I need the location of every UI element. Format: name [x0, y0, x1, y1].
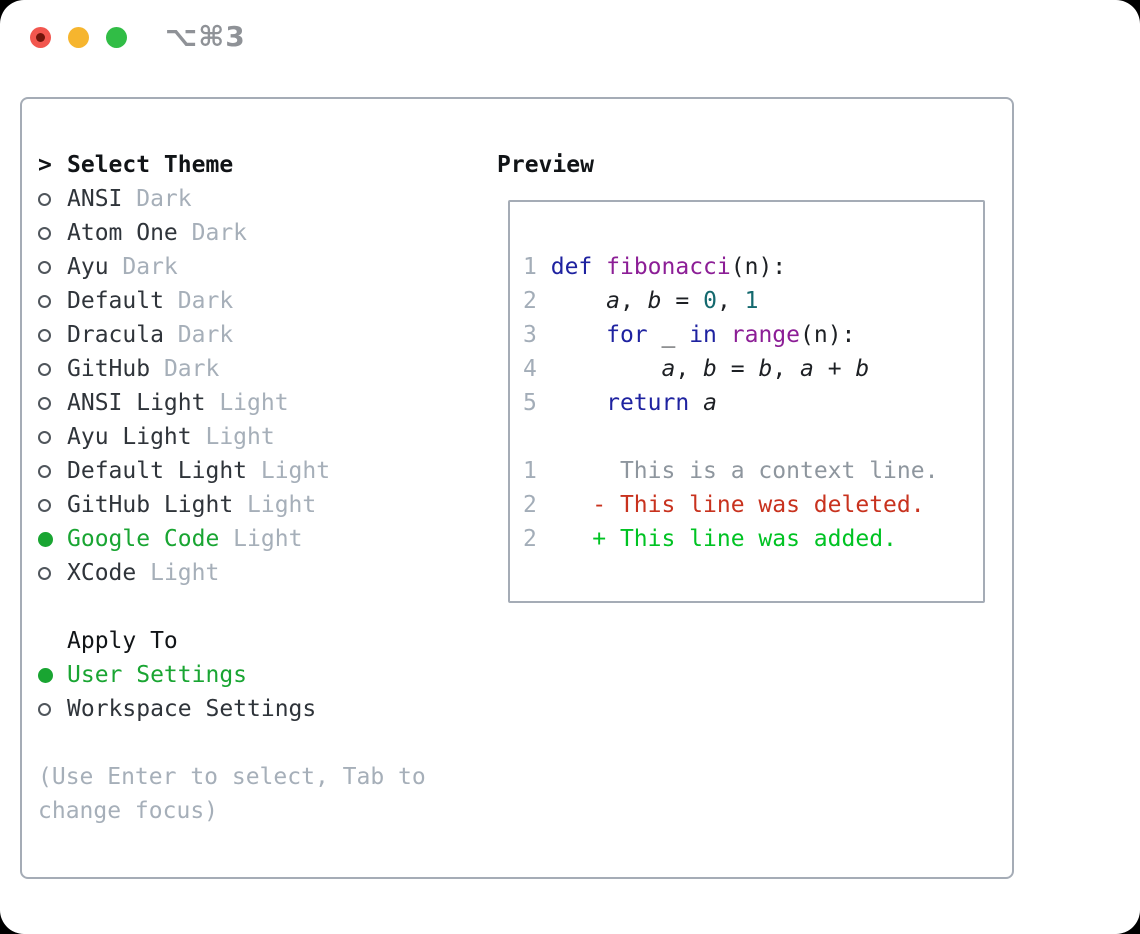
radio-selected-icon	[38, 667, 53, 683]
option-label: GitHub	[67, 356, 151, 382]
option-variant-label: Light	[136, 560, 220, 586]
code-line: 3 for _ in range(n):	[523, 322, 856, 348]
radio-icon	[38, 430, 51, 444]
option-label: Default Light	[67, 458, 248, 484]
keyboard-hint: (Use Enter to select, Tab to change focu…	[38, 764, 426, 824]
zoom-button[interactable]	[106, 27, 127, 48]
option-variant-label: Dark	[108, 254, 178, 280]
option-variant-label: Dark	[150, 356, 220, 382]
option-label: Workspace Settings	[67, 696, 317, 722]
theme-option[interactable]: Ayu Light Light	[38, 420, 458, 454]
preview-code: 1 def fibonacci(n): 2 a, b = 0, 1 3 for _ …	[510, 202, 983, 556]
option-variant-label: Light	[219, 526, 303, 552]
theme-option[interactable]: ANSI Light Light	[38, 386, 458, 420]
theme-option[interactable]: Atom One Dark	[38, 216, 458, 250]
option-label: Google Code	[67, 526, 220, 552]
code-line	[523, 420, 975, 454]
option-label: GitHub Light	[67, 492, 234, 518]
preview-title: Preview	[497, 152, 594, 178]
option-variant-label: Light	[233, 492, 317, 518]
option-variant-label: Light	[247, 458, 331, 484]
preview-box: 1 def fibonacci(n): 2 a, b = 0, 1 3 for _ …	[508, 200, 985, 603]
option-variant-label: Dark	[122, 186, 192, 212]
theme-option[interactable]: XCode Light	[38, 556, 458, 590]
radio-icon	[38, 192, 51, 206]
focus-caret-icon: >	[38, 152, 52, 178]
theme-picker-header: > Select Theme	[38, 148, 458, 182]
theme-option[interactable]: GitHub Light Light	[38, 488, 458, 522]
radio-icon	[38, 498, 51, 512]
code-line: 1 def fibonacci(n):	[523, 254, 787, 280]
code-line: 2 a, b = 0, 1	[523, 288, 759, 314]
option-variant-label: Light	[191, 424, 275, 450]
option-label: Atom One	[67, 220, 178, 246]
theme-option[interactable]: Ayu Dark	[38, 250, 458, 284]
radio-icon	[38, 328, 51, 342]
code-line: 5 return a	[523, 390, 717, 416]
radio-icon	[38, 362, 51, 376]
code-line: 1 This is a context line.	[523, 458, 939, 484]
apply-to-option[interactable]: Workspace Settings	[38, 692, 458, 726]
theme-option[interactable]: Default Light Light	[38, 454, 458, 488]
radio-icon	[38, 702, 51, 716]
apply-to-title: Apply To	[67, 628, 178, 654]
close-button[interactable]	[30, 27, 51, 48]
option-label: Default	[67, 288, 164, 314]
window-title: ⌥⌘3	[165, 20, 246, 53]
traffic-lights	[30, 27, 127, 48]
option-variant-label: Dark	[163, 288, 234, 314]
radio-icon	[38, 294, 51, 308]
option-label: ANSI Light	[67, 390, 206, 416]
radio-icon	[38, 464, 51, 478]
code-line: 2 - This line was deleted.	[523, 492, 925, 518]
radio-icon	[38, 566, 51, 580]
option-label: XCode	[67, 560, 137, 586]
minimize-button[interactable]	[68, 27, 89, 48]
theme-option[interactable]: ANSI Dark	[38, 182, 458, 216]
option-label: Ayu Light	[67, 424, 192, 450]
apply-to-option[interactable]: User Settings	[38, 658, 458, 692]
code-line: 4 a, b = b, a + b	[523, 356, 870, 382]
theme-option[interactable]: Default Dark	[38, 284, 458, 318]
theme-picker-title: Select Theme	[67, 152, 234, 178]
option-variant-label: Dark	[177, 220, 248, 246]
option-label: Ayu	[67, 254, 109, 280]
option-variant-label: Dark	[163, 322, 234, 348]
option-label: User Settings	[67, 662, 248, 688]
option-label: ANSI	[67, 186, 123, 212]
option-label: Dracula	[67, 322, 164, 348]
theme-option[interactable]: Dracula Dark	[38, 318, 458, 352]
radio-icon	[38, 226, 51, 240]
option-variant-label: Light	[205, 390, 289, 416]
theme-option[interactable]: Google Code Light	[38, 522, 458, 556]
radio-selected-icon	[38, 531, 53, 547]
code-line: 2 + This line was added.	[523, 526, 897, 552]
apply-to-header: Apply To	[38, 624, 458, 658]
unsaved-dot-icon	[36, 33, 45, 42]
theme-option[interactable]: GitHub Dark	[38, 352, 458, 386]
radio-icon	[38, 396, 51, 410]
radio-icon	[38, 260, 51, 274]
